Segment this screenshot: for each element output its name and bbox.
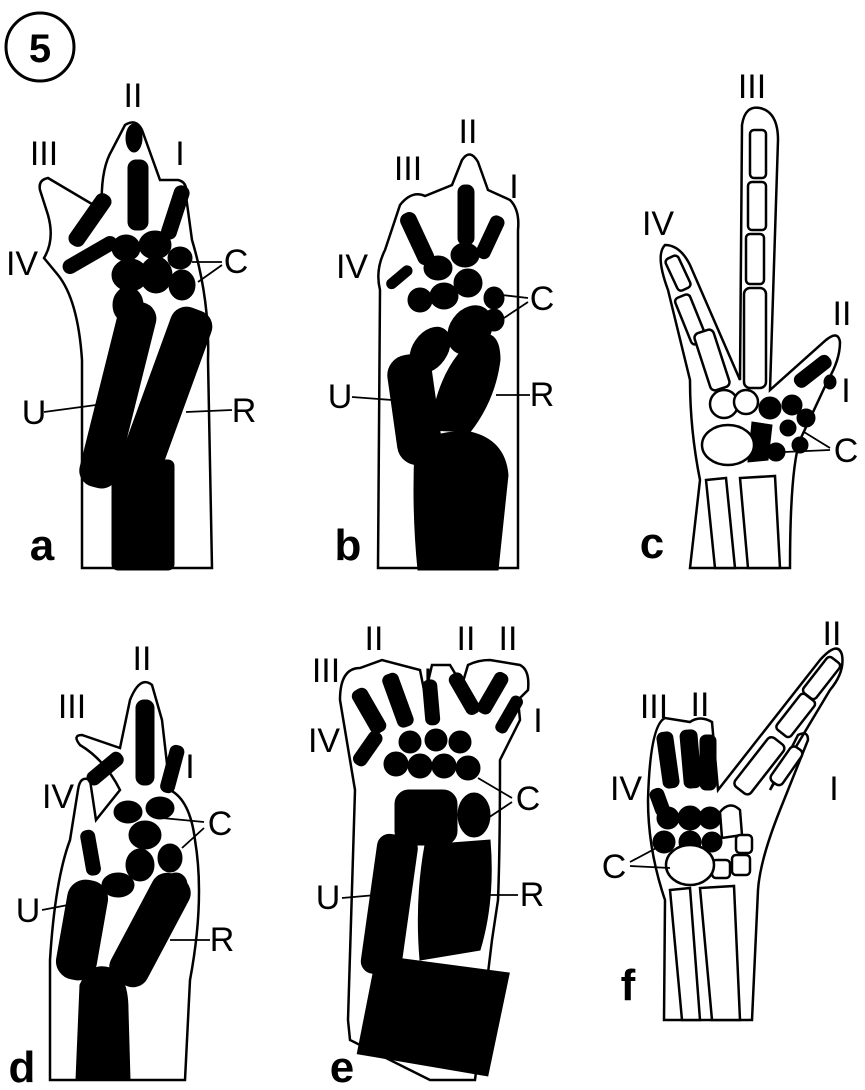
panel-c-carpal-label: C: [834, 432, 859, 470]
panel-c-digit-2-label: II: [833, 295, 852, 333]
panel-f-digit-4-label: IV: [610, 770, 642, 808]
panel-f-digit-2b-label: II: [691, 686, 710, 724]
panel-b-digit-1-label: I: [509, 168, 518, 206]
panel-e-digit-2a-label: II: [365, 620, 384, 658]
panel-a-digit-2-label: II: [124, 77, 143, 115]
panel-b-digit-2-label: II: [459, 113, 478, 151]
panel-e-radius-label: R: [520, 876, 545, 914]
panel-c-letter: c: [640, 519, 664, 568]
panel-a-letter: a: [30, 521, 55, 570]
panel-e-digit-2c-label: II: [499, 620, 518, 658]
panel-b-letter: b: [335, 521, 362, 570]
panel-d-digit-3-label: III: [58, 688, 86, 726]
panel-a: II III I IV C U R a: [6, 77, 256, 570]
panel-a-digit-4-label: IV: [6, 245, 38, 283]
panel-e-digit-4-label: IV: [308, 722, 340, 760]
panel-d-digit-2-label: II: [133, 640, 152, 678]
panel-e-carpal-label: C: [516, 780, 541, 818]
panel-d-carpal-label: C: [208, 805, 233, 843]
figure-number-label: 5: [29, 27, 51, 71]
panel-f-digit-2a-label: II: [823, 615, 842, 653]
panel-f-letter: f: [621, 961, 636, 1010]
panel-e-ulna-label: U: [316, 879, 341, 917]
panel-f-digit-1-label: I: [829, 770, 838, 808]
panel-a-ulna-label: U: [22, 394, 47, 432]
panel-b-digit-4-label: IV: [336, 248, 368, 286]
panel-b-carpal-label: C: [530, 280, 555, 318]
panel-b: II III I IV C U R b: [328, 113, 555, 570]
panel-e-letter: e: [330, 1043, 354, 1090]
panel-a-digit-1-label: I: [175, 135, 184, 173]
panel-c-digit-4-label: IV: [642, 205, 674, 243]
panel-e-digit-1b-label: I: [533, 702, 542, 740]
panel-b-radius-label: R: [530, 376, 555, 414]
panel-f-carpal-label: C: [602, 848, 627, 886]
panel-a-carpal-label: C: [224, 243, 249, 281]
panel-b-digit-3-label: III: [394, 150, 422, 188]
panel-a-radius-label: R: [232, 392, 257, 430]
panel-c-digit-3-label: III: [738, 68, 766, 106]
panel-e-digit-2b-label: II: [457, 620, 476, 658]
panel-f: II III II IV I C f: [602, 615, 843, 1020]
figure-number: 5: [6, 13, 74, 81]
panel-e: II II II III I I IV C U R e: [308, 620, 544, 1090]
panel-f-digit-3-label: III: [640, 688, 668, 726]
panel-d-digit-1-label: I: [185, 748, 194, 786]
panel-e-digit-3-label: III: [312, 652, 340, 690]
panel-b-ulna-label: U: [328, 378, 353, 416]
panel-c: III IV II I C c: [640, 68, 859, 568]
panel-d-radius-label: R: [210, 921, 235, 959]
panel-c-digit-1-label: I: [841, 372, 850, 410]
panel-a-digit-3-label: III: [30, 135, 58, 173]
panel-d: II III I IV C U R d: [9, 640, 235, 1090]
panel-e-digit-1a-label: I: [423, 662, 432, 700]
panel-d-digit-4-label: IV: [42, 778, 74, 816]
panel-d-ulna-label: U: [16, 892, 41, 930]
panel-d-letter: d: [9, 1043, 36, 1090]
